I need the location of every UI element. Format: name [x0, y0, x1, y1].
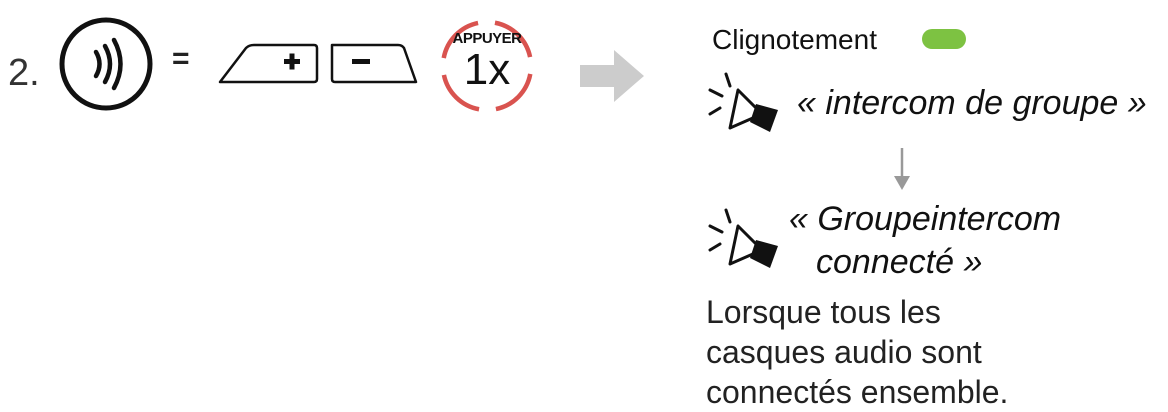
press-label: APPUYER	[452, 30, 522, 47]
announcement-second-line2: connecté »	[816, 243, 983, 281]
description-line: connectés ensemble.	[706, 374, 1009, 410]
equals-sign: =	[172, 42, 190, 75]
announcement-second-line1: « Groupeintercom	[789, 200, 1062, 238]
description-line: Lorsque tous les	[706, 294, 941, 330]
led-indicator-icon	[922, 29, 966, 49]
announcement-first: « intercom de groupe »	[797, 84, 1147, 122]
description-line: casques audio sont	[706, 334, 982, 370]
speaker-icon	[708, 72, 778, 132]
arrow-right-icon	[580, 50, 644, 102]
description-text: Lorsque tous les casques audio sont conn…	[706, 292, 1008, 412]
press-count: 1x	[463, 45, 511, 94]
minus-button-icon	[330, 43, 418, 84]
intercom-button-icon	[59, 17, 153, 111]
led-label: Clignotement	[712, 24, 877, 55]
arrow-down-icon	[894, 148, 910, 190]
speaker-icon	[708, 208, 778, 268]
step-number: 2.	[8, 52, 40, 94]
plus-button-icon	[218, 43, 319, 84]
